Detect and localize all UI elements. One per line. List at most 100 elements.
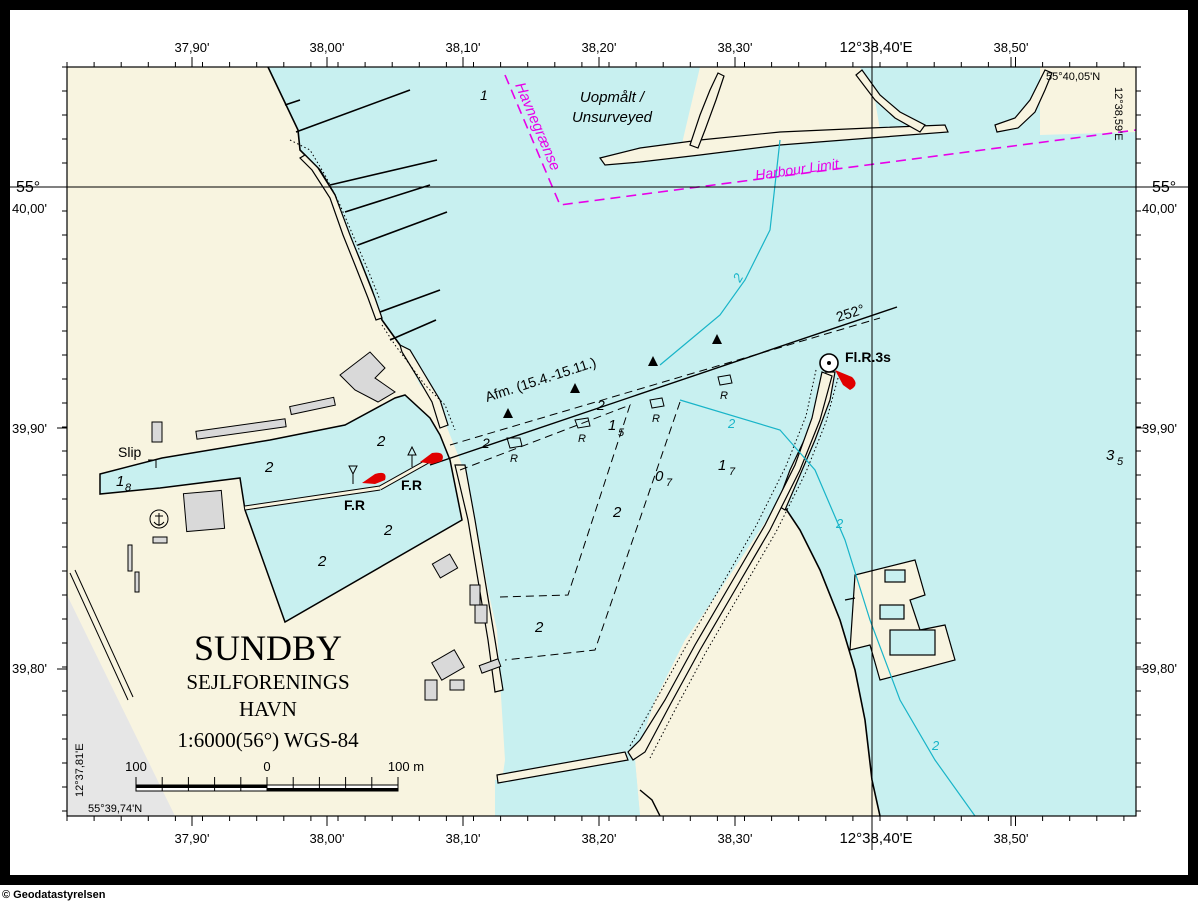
depth-label: 1 [608,417,616,434]
depth-label: 2 [612,504,622,521]
corner-ne-lat: 55°40,05'N [1046,71,1100,83]
beacon-icon [648,356,658,366]
chart-subtitle-1: SEJLFORENINGS [186,670,349,694]
depth-label: 2 [317,553,327,570]
lon-label: 38,10' [445,831,480,846]
lon-label: 38,50' [993,831,1028,846]
scale-label-mid: 0 [263,759,270,774]
depth-label-sub: 8 [125,482,132,494]
lon-label: 37,90' [174,40,209,55]
depth-label: 0 [655,468,664,485]
lon-label: 38,00' [309,40,344,55]
light-flare-icon [835,370,856,390]
contour-label: 2 [931,738,940,753]
scale-label-right: 100 m [388,759,424,774]
corner-sw-lat: 55°39,74'N [88,803,142,815]
mooring-buoys [506,374,733,449]
pier-complex [849,559,956,681]
depth-label: 2 [376,433,386,450]
title-block: SUNDBY SEJLFORENINGS HAVN 1:6000(56°) WG… [177,628,359,752]
lat-label-55-right: 55° [1152,179,1176,196]
corner-ne-lon: 12°38,59'E [1112,87,1124,141]
mooring-buoy-icon [717,374,733,386]
chart-subtitle-2: HAVN [239,697,297,721]
lon-label: 38,30' [717,831,752,846]
lon-label: 38,50' [993,40,1028,55]
pier-south-end [639,789,661,816]
depth-label-sub: 7 [729,466,736,478]
lat-label-3990-left: 39,90' [12,421,47,436]
lat-label-3990-right: 39,90' [1142,421,1177,436]
mole-west-inner [244,486,381,510]
depth-label: 1 [480,87,488,103]
buoy-label: R [720,390,728,402]
longitude-labels-top: 37,90' 38,00' 38,10' 38,20' 38,30' 12°38… [174,39,1028,56]
mooring-buoy-icon [506,437,523,449]
slip-marker-icon [148,459,157,468]
breakwater-east-dots [289,139,839,759]
depth-soundings: 1 2 2 2 2 2 2 2 2 1 8 1 5 0 7 1 7 3 5 [116,87,1124,636]
lat-label-4000-left: 40,00' [12,201,47,216]
depth-label-sub: 5 [618,427,625,439]
lon-label: 38,10' [445,40,480,55]
light-dot-icon [827,361,831,365]
land-north-east-2 [1040,67,1136,135]
depth-label-sub: 7 [666,477,673,489]
slip-label: Slip [118,444,142,460]
buildings [127,351,502,701]
depth-label-sub: 5 [1117,456,1124,468]
beacon-icon [712,334,722,344]
light-fr-label-west: F.R [344,497,365,513]
depth-label: 3 [1106,447,1115,464]
nautical-chart[interactable]: 37,90' 38,00' 38,10' 38,20' 38,30' 12°38… [0,0,1198,885]
lon-label: 38,30' [717,40,752,55]
mole-east-inner [379,458,431,490]
unsurveyed-label-1: Uopmålt / [580,89,646,106]
beacon-icon [503,408,513,418]
harbour-limit-line [504,74,1136,206]
lon-label: 37,90' [174,831,209,846]
lat-label-4000-right: 40,00' [1142,201,1177,216]
shore-line-1 [69,572,129,701]
scale-label-left: 100 [125,759,147,774]
contour-label: 2 [727,416,736,431]
depth-label: 2 [383,522,393,539]
lat-label-55-left: 55° [16,179,40,196]
contour-label: 2 [835,516,844,531]
scale-bar: 100 0 100 m [125,759,424,792]
breakwater-east [627,371,833,761]
depth-contour-2-north [659,139,781,366]
chart-title: SUNDBY [194,628,342,668]
coastline-southeast [779,499,881,816]
depth-label: 2 [264,459,274,476]
lat-label-3980-left: 39,80' [12,661,47,676]
border-ticks [57,57,1146,826]
breakwater-rocks [299,69,1053,693]
lon-label: 38,20' [581,831,616,846]
map-neatline [66,66,1137,817]
breakwater-south [496,751,629,784]
latitude-labels: 55° 40,00' 39,90' 39,80' 55° 40,00' 39,9… [12,179,1177,676]
depth-label: 2 [534,619,544,636]
buoy-label: R [510,453,518,465]
unsurveyed-label-2: Unsurveyed [572,109,653,126]
depth-label: 2 [481,435,490,451]
mooring-buoy-icon [574,417,591,429]
topmark-west-icon [348,465,358,484]
buoy-label: R [652,413,660,425]
lon-label: 38,20' [581,40,616,55]
land-southeast [635,500,880,816]
chart-scale: 1:6000(56°) WGS-84 [177,728,359,752]
anchor-icon [149,509,169,529]
light-main-label: Fl.R.3s [845,349,891,365]
copyright-notice: © Geodatastyrelsen [2,889,106,901]
corner-shade [67,595,175,816]
light-flare-fr-east-icon [420,452,443,464]
piers-north [284,89,448,341]
buoy-markers [503,334,722,418]
lon-label: 12°38,40'E [839,39,912,56]
south-channel [495,760,640,816]
buoy-label: R [578,433,586,445]
leading-line [429,306,898,466]
buoy-labels: R R R R [510,390,728,465]
